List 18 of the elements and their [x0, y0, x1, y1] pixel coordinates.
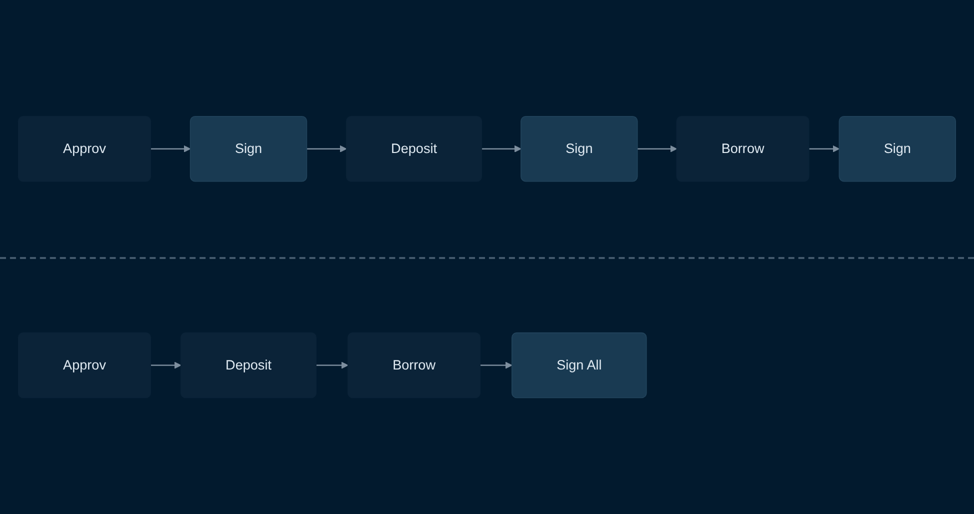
arrow — [150, 362, 182, 369]
arrow — [482, 145, 522, 152]
node-box: Approv — [18, 116, 151, 182]
arrow — [637, 145, 678, 152]
node-box: Sign All — [512, 332, 647, 398]
node-box: Borrow — [676, 116, 810, 182]
arrow — [306, 145, 347, 152]
arrow — [316, 362, 348, 369]
node-box: Borrow — [348, 332, 481, 398]
arrow — [480, 362, 512, 369]
node-box: Sign — [838, 116, 956, 182]
node-box: Sign — [520, 116, 638, 182]
node-box: Deposit — [346, 116, 482, 182]
arrow — [150, 145, 191, 152]
arrow — [808, 145, 840, 152]
node-box: Sign — [190, 116, 308, 182]
node-box: Deposit — [180, 332, 317, 398]
node-box: Approv — [18, 332, 151, 398]
